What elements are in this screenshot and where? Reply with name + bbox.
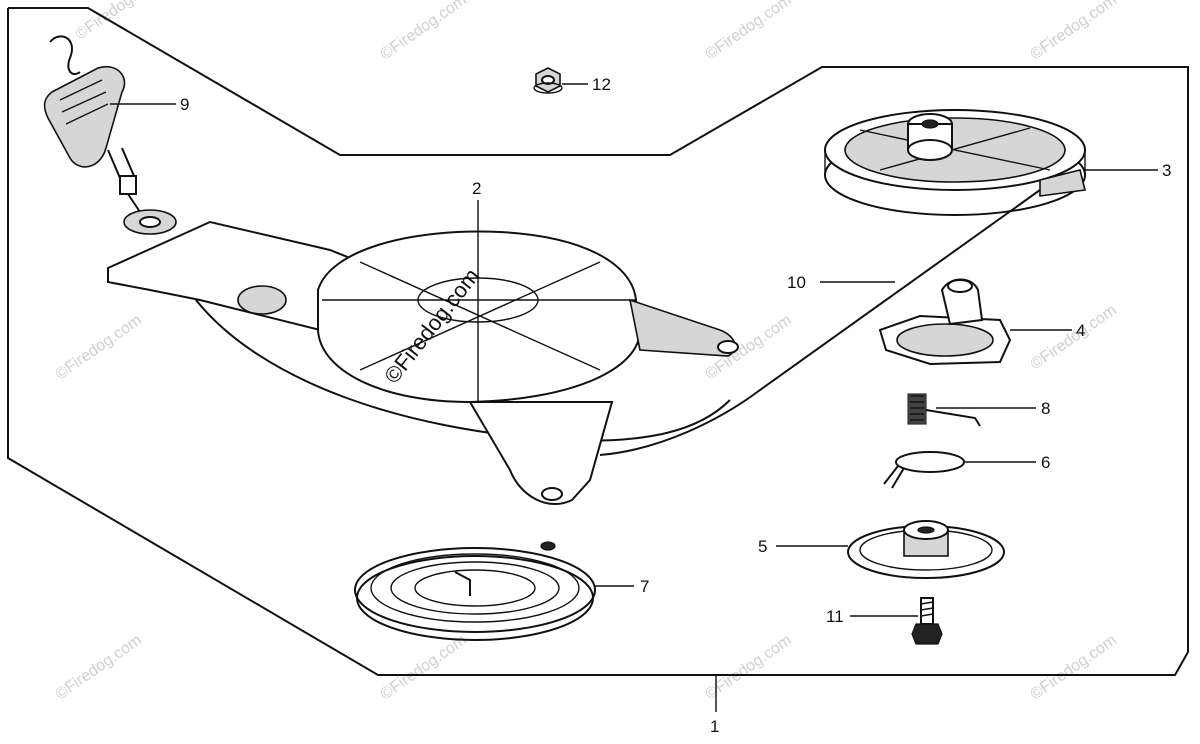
watermark: ©Firedog.com	[703, 0, 795, 63]
callout-10: 10	[787, 273, 806, 292]
part-6-clip	[883, 451, 965, 489]
watermark: ©Firedog.com	[73, 0, 165, 43]
watermark: ©Firedog.com	[378, 0, 470, 63]
callout-7: 7	[640, 577, 649, 596]
callouts: 12 9 2 3 10 4 8 6 5 7 11 1	[180, 75, 1171, 736]
part-3-reel-pulley	[824, 109, 1086, 216]
part-10-starter-rope	[599, 189, 1041, 456]
leader-lines	[110, 83, 1158, 712]
watermark: ©Firedog.com	[1028, 0, 1120, 63]
watermark: ©Firedog.com	[53, 312, 145, 384]
watermark: ©Firedog.com	[378, 632, 470, 704]
part-4-ratchet	[878, 278, 1012, 366]
watermark: ©Firedog.com	[1028, 632, 1120, 704]
assembly-boundary	[7, 7, 1189, 676]
callout-4: 4	[1076, 321, 1085, 340]
part-11-bolt	[911, 597, 943, 645]
watermark: ©Firedog.com	[53, 632, 145, 704]
callout-9: 9	[180, 95, 189, 114]
callout-1: 1	[710, 717, 719, 736]
callout-2: 2	[472, 179, 481, 198]
part-5-friction-plate	[847, 520, 1005, 579]
part-7-recoil-spring	[354, 541, 596, 641]
part-8-spring	[907, 393, 981, 427]
callout-12: 12	[592, 75, 611, 94]
callout-8: 8	[1041, 399, 1050, 418]
part-12-nut	[533, 67, 563, 94]
callout-3: 3	[1162, 161, 1171, 180]
callout-5: 5	[758, 537, 767, 556]
watermark: ©Firedog.com	[1028, 302, 1120, 374]
callout-11: 11	[826, 607, 844, 626]
part-9-starter-grip	[43, 35, 177, 235]
callout-6: 6	[1041, 453, 1050, 472]
part-2-fan-cover	[107, 220, 739, 505]
